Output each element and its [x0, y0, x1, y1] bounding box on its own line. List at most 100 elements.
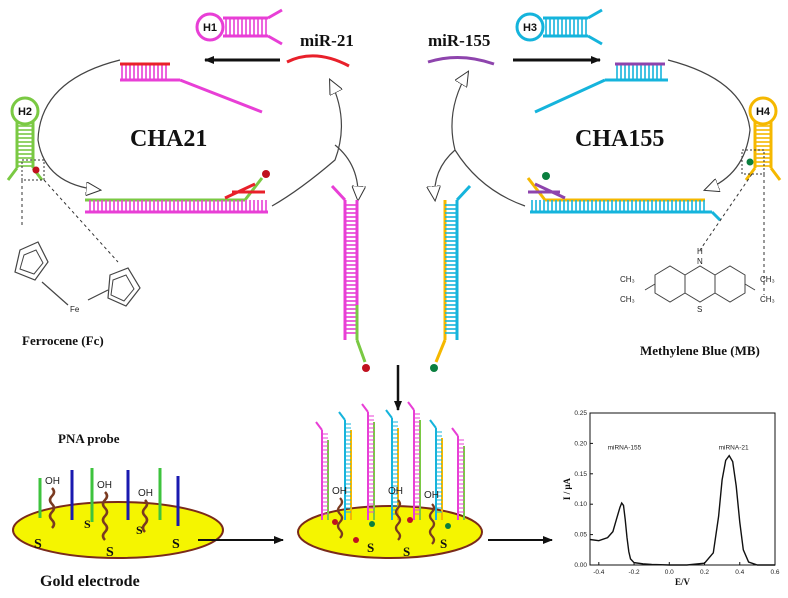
methylene-blue-structure: N H S CH₃ CH₃ CH₃ CH₃ [620, 247, 775, 314]
duplex-h1-h2 [85, 170, 270, 214]
mb-ch3-2: CH₃ [620, 295, 635, 304]
cycle-arc-right-return [451, 72, 526, 207]
hybridized-probe [407, 401, 421, 520]
middle-labels: OH OH OH S S S [332, 486, 447, 559]
h1-loop [195, 12, 225, 42]
methylene-blue-label: Methylene Blue (MB) [640, 343, 760, 358]
y-tick-label: 0.00 [574, 562, 587, 569]
mir155-label: miR-155 [428, 31, 490, 50]
y-tick-label: 0.25 [574, 410, 587, 417]
probes-left: OH OH OH S S S S S [34, 468, 180, 560]
voltammogram-chart: -0.4 -0.2 0.0 0.2 0.4 0.6 0.00 0.05 0.10 0.15 0.20… [562, 410, 780, 587]
pna-strand [394, 499, 402, 541]
annotation-mirna21: miRNA-21 [719, 444, 749, 451]
h4-label: H4 [756, 106, 771, 118]
x-tick-label: -0.4 [593, 569, 605, 576]
annotation-mirna155: miRNA-155 [608, 444, 642, 451]
cha21-label: CHA21 [130, 126, 207, 152]
vertical-duplex-fc [330, 184, 370, 372]
mir21-label: miR-21 [300, 31, 354, 50]
mb-dot-duplex [542, 172, 550, 180]
voltammogram-line [589, 454, 775, 566]
gold-electrode-left [12, 501, 224, 559]
pna-strand [428, 503, 436, 545]
s-label-m2: S [403, 544, 410, 559]
s-label-2: S [84, 517, 91, 531]
hybridized-probe [315, 421, 329, 520]
y-tick-label: 0.15 [574, 471, 587, 478]
x-tick-label: 0.4 [735, 569, 744, 576]
fc-dot-duplex [262, 170, 270, 178]
cycle-arc-left-down [334, 144, 358, 200]
s-label-3: S [106, 545, 114, 560]
mb-n-label: N [697, 257, 703, 266]
oh-label-m1: OH [332, 486, 347, 497]
x-tick-label: 0.0 [665, 569, 674, 576]
cycle-arc-right [667, 59, 751, 190]
oh-label-3: OH [138, 488, 153, 499]
h2-label: H2 [18, 106, 32, 118]
hybridized-probe [429, 419, 443, 520]
fe-label: Fe [70, 305, 80, 314]
hybridized-probe [451, 427, 465, 520]
probes-middle [315, 401, 465, 545]
label-dot [407, 517, 413, 523]
duplex-h3-h4 [526, 172, 722, 222]
h1-label: H1 [203, 22, 217, 34]
hairpin-h4: H4 [741, 96, 782, 181]
duplex-h1-mir21 [120, 62, 263, 114]
hybridized-probe [361, 403, 375, 520]
mb-ch3-4: CH₃ [760, 295, 775, 304]
hairpin-h1: H1 [195, 8, 283, 46]
hybridized-probe [385, 409, 399, 520]
oh-label-1: OH [45, 476, 60, 487]
cycle-arc-left-return [271, 80, 341, 207]
y-tick-label: 0.20 [574, 440, 587, 447]
pna-strand [336, 497, 344, 539]
label-dot [332, 519, 338, 525]
x-tick-label: -0.2 [628, 569, 640, 576]
vertical-duplex-mb [430, 184, 472, 372]
s-label-5: S [172, 537, 180, 552]
s-label-1: S [34, 537, 42, 552]
h3-label: H3 [523, 22, 537, 34]
duplex-h3-mir155 [534, 62, 668, 114]
fc-dot-h2 [32, 166, 40, 174]
x-tick-label: 0.2 [700, 569, 709, 576]
mir155-strand [427, 55, 495, 66]
hairpin-h2: H2 [6, 96, 45, 181]
y-tick-label: 0.05 [574, 532, 587, 539]
oh-label-m2: OH [388, 486, 403, 497]
mb-ch3-3: CH₃ [760, 275, 775, 284]
y-tick-label: 0.10 [574, 501, 587, 508]
mir21-strand [286, 54, 350, 68]
hairpin-h3: H3 [515, 8, 603, 46]
hybridized-probe [338, 411, 352, 520]
mb-h-label: H [697, 247, 703, 256]
ferrocene-structure: Fe [14, 241, 141, 314]
x-tick-label: 0.6 [770, 569, 779, 576]
ferrocene-label: Ferrocene (Fc) [22, 333, 104, 348]
x-axis-label: E/V [675, 577, 691, 587]
cha155-label: CHA155 [575, 126, 664, 152]
chart-frame [589, 412, 776, 566]
s-label-m3: S [440, 536, 447, 551]
label-dot [369, 521, 375, 527]
s-label-4: S [136, 523, 143, 537]
mb-s-label: S [697, 305, 702, 314]
s-label-m1: S [367, 540, 374, 555]
cycle-arc-right-down [435, 149, 456, 200]
gold-electrode-label: Gold electrode [40, 573, 140, 590]
mb-dot-h4 [746, 158, 754, 166]
oh-label-m3: OH [424, 490, 439, 501]
mb-dot-vertical [430, 364, 438, 372]
label-dot [353, 537, 359, 543]
pna-probe-label: PNA probe [58, 431, 120, 446]
mb-ch3-1: CH₃ [620, 275, 635, 284]
oh-label-2: OH [97, 480, 112, 491]
fc-dot-vertical [362, 364, 370, 372]
label-dot [445, 523, 451, 529]
y-axis-label: I / μA [562, 477, 572, 500]
cycle-arc-left [37, 59, 121, 190]
